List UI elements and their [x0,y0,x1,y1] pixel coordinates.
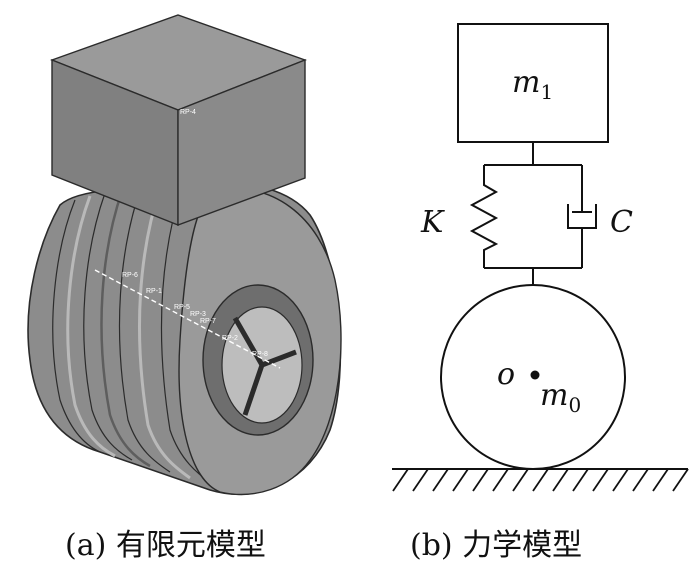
ground-hatching [392,468,689,492]
caption-fem-model: (a) 有限元模型 [65,528,266,563]
rp-label: RP-4 [180,109,196,116]
upper-mass-box [457,23,609,143]
tread-groove-7 [160,185,213,485]
rp-label: RP-1 [146,288,162,295]
fem-model: RP-4 RP-6 RP-1 RP-5 RP-3 RP-7 RP-2 RP-8 [27,14,342,496]
rim-spoke-2 [261,349,297,368]
lower-mass-label: m0 [540,378,581,417]
tread-groove-3 [83,192,133,461]
tread-groove-6 [137,187,191,480]
spring [469,165,499,268]
reference-axis [94,269,281,369]
wheel-center-dot [530,370,540,380]
rim-spoke-1 [232,316,265,367]
rp-label: RP-3 [190,311,206,318]
mass-block [50,14,307,227]
mechanics-labels: m1 K C o m0 [420,65,633,417]
rp-label: RP-7 [200,318,216,325]
block-right-face [177,58,306,227]
tread-groove-2 [66,195,116,458]
upper-mass-label: m1 [512,65,553,104]
mechanics-model [392,23,689,492]
tread-groove-4 [100,190,151,468]
tread-groove-1 [52,199,101,453]
rim-spoke-3 [242,364,265,416]
rp-label: RP-6 [122,272,138,279]
damper-label: C [610,205,633,240]
tread-groove-5 [118,189,171,473]
tire [27,182,342,496]
spring-label: K [420,205,445,240]
rp-label: RP-2 [222,335,238,342]
rp-label: RP-5 [174,304,190,311]
reference-points: RP-4 RP-6 RP-1 RP-5 RP-3 RP-7 RP-2 RP-8 [122,109,268,358]
caption-mechanics-model: (b) 力学模型 [410,528,583,563]
rp-label: RP-8 [252,351,268,358]
center-label: o [497,357,515,392]
